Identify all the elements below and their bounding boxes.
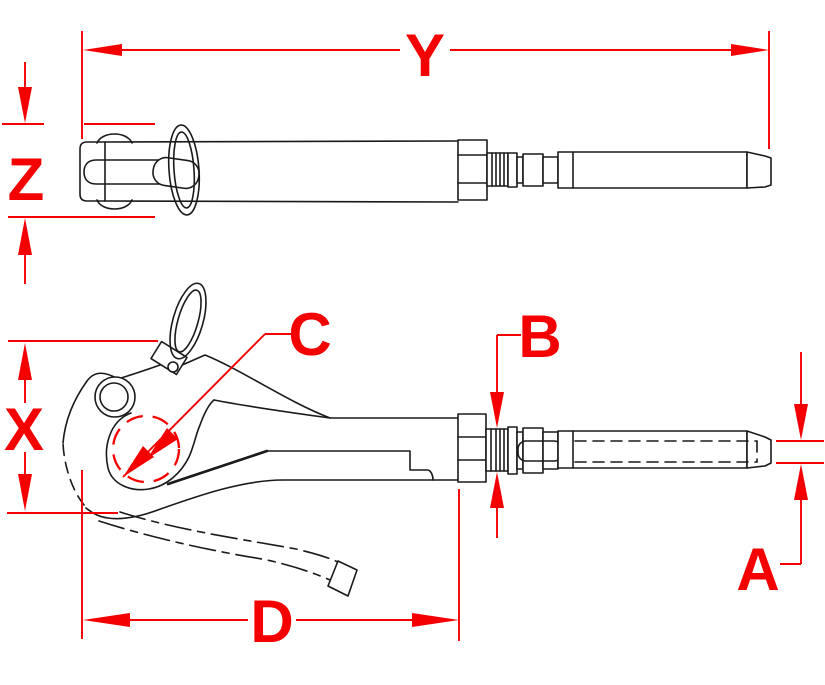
arrowhead-left [83, 613, 130, 627]
hook-body-fill [61, 355, 458, 518]
bottom-view-open-hook [61, 282, 772, 597]
dimension-D-open-length: D [81, 470, 460, 655]
open-bail-phantom [98, 511, 358, 597]
tab-pivot [167, 361, 179, 373]
hook-outer-arc [62, 372, 119, 444]
dim-label-A: A [736, 536, 779, 603]
threaded-section-open-view [485, 428, 509, 472]
arrowhead-up [490, 472, 504, 508]
hook-top-edge [117, 354, 459, 419]
dimension-B-thread-diameter: B [490, 303, 562, 538]
arrowhead-outer [123, 446, 154, 477]
hook-outer-arc-phantom [62, 442, 85, 506]
dimension-X-hook-height: X [4, 340, 158, 514]
arrowhead-inner [147, 428, 178, 459]
swage-fitting [507, 152, 559, 188]
dim-label-X: X [4, 396, 44, 463]
dim-label-Z: Z [8, 146, 45, 213]
hex-nut [457, 139, 488, 201]
hinge-boss-top [96, 133, 133, 144]
arrowhead-down [18, 474, 32, 511]
arrowhead-right [412, 613, 459, 627]
arrowhead-up [18, 343, 32, 380]
fork-slot [266, 450, 434, 481]
arrowhead-up [794, 464, 808, 500]
stud-taper-tip [746, 151, 772, 189]
dimension-Z-end-height: Z [2, 62, 155, 284]
hex-nut-open-view [457, 413, 487, 483]
dim-label-B: B [518, 303, 561, 370]
clevis-cap [79, 141, 106, 202]
swage-stud-open-view [557, 430, 772, 469]
latch-lip-edge [166, 449, 269, 486]
body-bottom-edge [104, 200, 459, 203]
arrowhead-right [731, 44, 769, 56]
dimension-Y-overall-length: Y [81, 22, 770, 149]
shank-bottom-edge [85, 479, 459, 520]
stud-taper-tip-open [746, 430, 772, 469]
clevis-slot [83, 159, 161, 185]
pull-ring-open [169, 282, 207, 360]
body-top-edge [104, 140, 459, 143]
arrowhead-up [18, 218, 32, 255]
threaded-section [486, 152, 509, 187]
pull-ring [167, 124, 201, 216]
reference-circle [111, 414, 181, 484]
arrowhead-down [794, 404, 808, 440]
dimension-C-jaw-diameter: C [111, 301, 332, 484]
pivot-pin [99, 382, 129, 412]
dim-label-Y: Y [405, 22, 445, 89]
dimension-A-stud-diameter: A [736, 352, 824, 603]
dim-label-D: D [250, 588, 293, 655]
top-view-closed-hook [79, 124, 772, 216]
hinge-boss-bottom [96, 199, 133, 210]
arrowhead-left [83, 44, 122, 56]
jaw-pocket [105, 399, 215, 491]
strap-inner-edge [213, 399, 331, 419]
arrowhead-down [18, 87, 32, 123]
arrowhead-down [490, 392, 504, 428]
dim-label-C: C [288, 301, 331, 368]
swage-fitting-open-view [507, 426, 568, 475]
bail-tip [327, 560, 358, 597]
swage-stud [557, 151, 772, 189]
